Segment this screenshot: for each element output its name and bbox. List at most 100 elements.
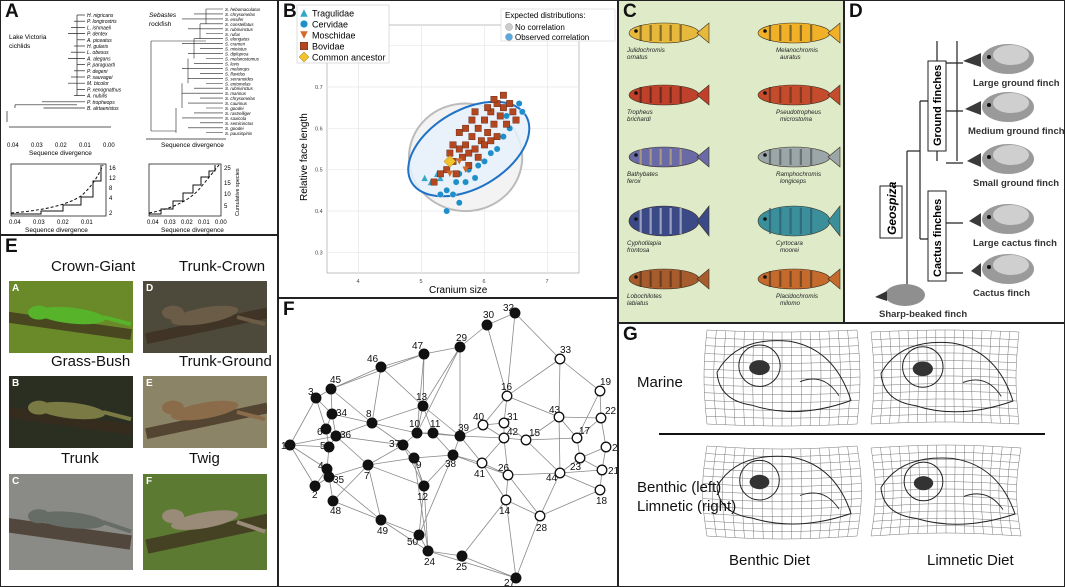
legend-box [500,8,616,42]
fish-body [628,84,700,106]
data-point [484,104,492,112]
network-edge [459,324,488,348]
network-node-filled [366,417,378,429]
legend-label: No correlation [515,23,565,32]
legend: TragulidaeCervidaeMoschidaeBovidaeCommon… [296,4,390,64]
taxon-label: S. rubrivinctus [225,86,254,91]
data-point [462,124,469,132]
panel-label: C [623,1,637,22]
node-label: 47 [412,341,424,352]
grid-line [702,498,862,502]
network-node-filled [427,427,439,439]
legend-marker [300,20,309,29]
network-node-filled [397,439,409,451]
node-label: 15 [529,428,541,439]
finch-beak [971,263,981,277]
network-node-filled [510,572,522,584]
fish-body [628,146,700,168]
node-label: 35 [333,475,345,486]
network-node-filled [323,441,335,453]
taxon-label: L. obesus [87,50,109,56]
finch-highlight [993,45,1029,65]
lizard-body [171,510,239,530]
genus-box [879,185,903,239]
row-label-benthic-limnetic: Benthic (left) Limnetic (right) [637,479,737,515]
node-label: 18 [596,496,608,507]
data-point [499,91,507,99]
photo-letter: F [146,476,153,487]
data-point [474,153,482,161]
finch-name: Sharp-beaked finch [879,309,967,320]
lizard-head [162,305,184,320]
network-node-open [502,469,514,481]
data-point [496,112,504,120]
fish-name: Melanochromis [776,47,818,54]
opercle [799,378,840,397]
node-label: 20 [612,443,618,454]
node-label: 39 [458,423,470,434]
taxon-label: H. nigricans [87,13,114,19]
grid-line [874,510,1018,515]
fish-eye [634,29,638,33]
data-point [474,124,482,132]
lizard-photo: C [9,474,133,570]
fish-name: milomo [780,300,800,307]
data-point [456,158,463,165]
fish-illustration [628,205,710,237]
data-point [452,170,460,178]
panel-f: F 12345678910111213141516171819202122232… [278,298,618,587]
row-label-marine: Marine [637,374,683,391]
node-label: 16 [501,382,513,393]
network-node-open [498,417,510,429]
data-point [465,162,473,169]
node-label: 40 [473,412,485,423]
orbit [739,459,780,501]
network-edge [367,464,382,521]
lizard-photo: D [143,281,267,353]
y-tick: 4 [109,196,113,202]
finch-name: Large cactus finch [973,238,1057,249]
node-label: 19 [600,377,612,388]
x-tick: 0.03 [164,220,176,226]
node-label: 14 [499,506,511,517]
data-point [471,174,479,182]
grid-line [872,345,1018,348]
fish-tail [827,205,841,237]
network-edge [367,457,415,466]
network-node-open [594,385,606,397]
network-node-filled [375,514,387,526]
panel-label: B [283,1,297,22]
grid-line [873,368,1017,371]
fish-tail [696,22,710,44]
network-edge [416,346,461,434]
lizard-head [162,509,184,524]
node-label: 37 [389,439,401,450]
clade-label-ground: Ground finches [932,65,944,146]
x-tick: 5 [420,279,423,285]
data-point [509,108,517,116]
lizard-drawing [9,400,132,435]
network-edge [328,476,382,521]
data-point [430,178,438,186]
skull-marine-benthic [703,329,861,427]
network-node-open [574,452,586,464]
lizard-drawing [145,305,267,344]
grid-line [704,384,860,388]
y-tick: 8 [109,186,113,192]
data-point [449,191,457,198]
legend-marker [505,23,513,31]
network-node-filled [284,439,296,451]
network-node-filled [408,452,420,464]
data-point [436,191,444,198]
taxon-label: S. ensifer [225,17,244,22]
network-edge [539,472,561,517]
grid-line [705,528,859,532]
taxon-label: H. gularis [87,44,109,50]
network-node-open [554,353,566,365]
fish-tail [696,84,710,106]
network-edge [558,416,602,419]
node-label: 7 [364,471,370,482]
